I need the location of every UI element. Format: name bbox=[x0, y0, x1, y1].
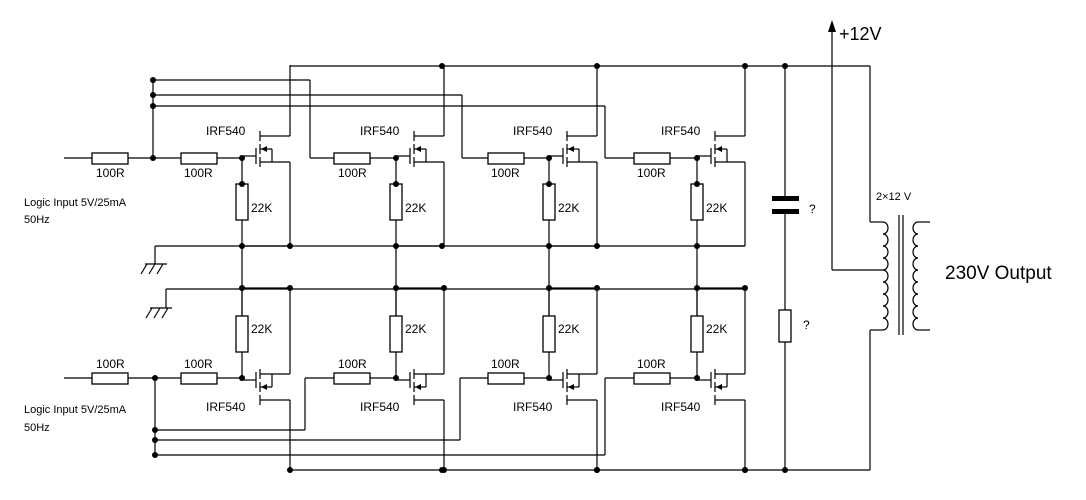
resistor-label: 100R bbox=[184, 357, 213, 371]
mosfet-label: IRF540 bbox=[206, 124, 246, 138]
labels: 100R 100R 100R 100R 100R IRF540 IRF540 I… bbox=[24, 24, 1052, 434]
pulldown-label: 22K bbox=[558, 201, 579, 215]
mosfet-label: IRF540 bbox=[513, 400, 553, 414]
upper-bank bbox=[64, 63, 870, 345]
mosfet-label: IRF540 bbox=[661, 400, 701, 414]
input-label-bottom: Logic Input 5V/25mA bbox=[24, 404, 127, 416]
resistor-label: 100R bbox=[96, 166, 125, 180]
gate-resistor-1 bbox=[180, 152, 218, 165]
pulldown-label: 22K bbox=[405, 322, 426, 336]
gate-resistor-2 bbox=[333, 152, 371, 165]
pulldown-label: 22K bbox=[251, 322, 272, 336]
mosfet-stage-l3 bbox=[542, 284, 601, 474]
supply-arrow bbox=[828, 20, 836, 32]
input-freq-top: 50Hz bbox=[24, 214, 50, 226]
resistor-label: 100R bbox=[491, 357, 520, 371]
resistor-label: 100R bbox=[637, 166, 666, 180]
lower-bank bbox=[64, 284, 870, 474]
ground-symbol-top bbox=[140, 263, 168, 275]
capacitor-plate-bottom bbox=[772, 209, 799, 214]
secondary-winding bbox=[912, 221, 919, 331]
mosfet-label: IRF540 bbox=[360, 400, 400, 414]
input-freq-bottom: 50Hz bbox=[24, 422, 50, 434]
output-label: 230V Output bbox=[945, 263, 1052, 284]
mosfet-label: IRF540 bbox=[360, 124, 400, 138]
output-section bbox=[772, 20, 930, 470]
supply-label: +12V bbox=[839, 24, 882, 44]
gate-resistor-3 bbox=[487, 152, 525, 165]
resistor-label: 100R bbox=[637, 357, 666, 371]
mosfet-label: IRF540 bbox=[206, 400, 246, 414]
pulldown-label: 22K bbox=[405, 201, 426, 215]
output-resistor bbox=[778, 309, 792, 343]
mosfet-stage-l2 bbox=[389, 284, 448, 474]
capacitor-plate-top bbox=[772, 196, 799, 201]
pulldown-label: 22K bbox=[706, 201, 727, 215]
ground-symbol-bottom bbox=[145, 307, 173, 319]
pulldown-label: 22K bbox=[706, 322, 727, 336]
gate-resistor-5 bbox=[180, 372, 218, 385]
input-resistor-bottom bbox=[91, 372, 129, 385]
pulldown-label: 22K bbox=[251, 201, 272, 215]
resistor-label: 100R bbox=[491, 166, 520, 180]
gate-resistor-8 bbox=[633, 372, 671, 385]
pulldown-label: 22K bbox=[558, 322, 579, 336]
primary-winding bbox=[882, 221, 889, 331]
capacitor-value: ? bbox=[809, 202, 816, 216]
gate-resistor-4 bbox=[633, 152, 671, 165]
gate-resistor-6 bbox=[333, 372, 371, 385]
gate-resistor-7 bbox=[487, 372, 525, 385]
resistor-label: 100R bbox=[184, 166, 213, 180]
transformer-label: 2×12 V bbox=[876, 191, 912, 203]
resistor-label: 100R bbox=[338, 357, 367, 371]
resistor-label: 100R bbox=[96, 357, 125, 371]
mosfet-stage-l1 bbox=[235, 284, 294, 474]
resistor-value: ? bbox=[803, 318, 810, 332]
resistor-label: 100R bbox=[338, 166, 367, 180]
input-label-top: Logic Input 5V/25mA bbox=[24, 197, 127, 209]
mosfet-label: IRF540 bbox=[661, 124, 701, 138]
mosfet-label: IRF540 bbox=[513, 124, 553, 138]
mosfet-stage-l4 bbox=[690, 284, 749, 474]
input-resistor-top bbox=[91, 152, 129, 165]
